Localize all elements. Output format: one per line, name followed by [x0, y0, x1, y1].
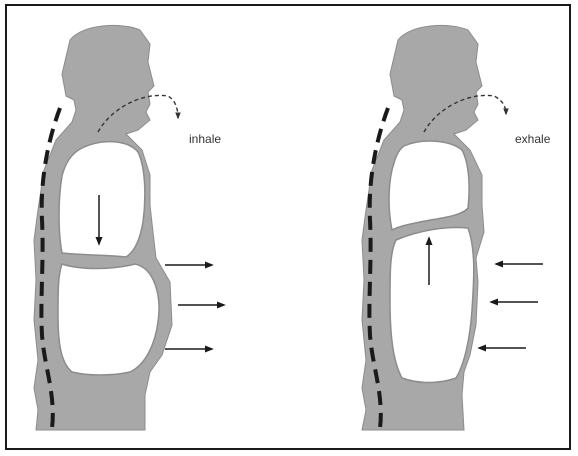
exhale-abdomen-cavity	[390, 228, 474, 383]
inhale-chest-cavity	[59, 142, 145, 257]
inhale-abdomen-cavity	[58, 264, 159, 375]
exhale-figure: exhale	[362, 25, 551, 430]
exhale-label: exhale	[515, 132, 551, 146]
inhale-label: inhale	[189, 132, 221, 146]
inhale-figure: inhale	[34, 25, 224, 430]
